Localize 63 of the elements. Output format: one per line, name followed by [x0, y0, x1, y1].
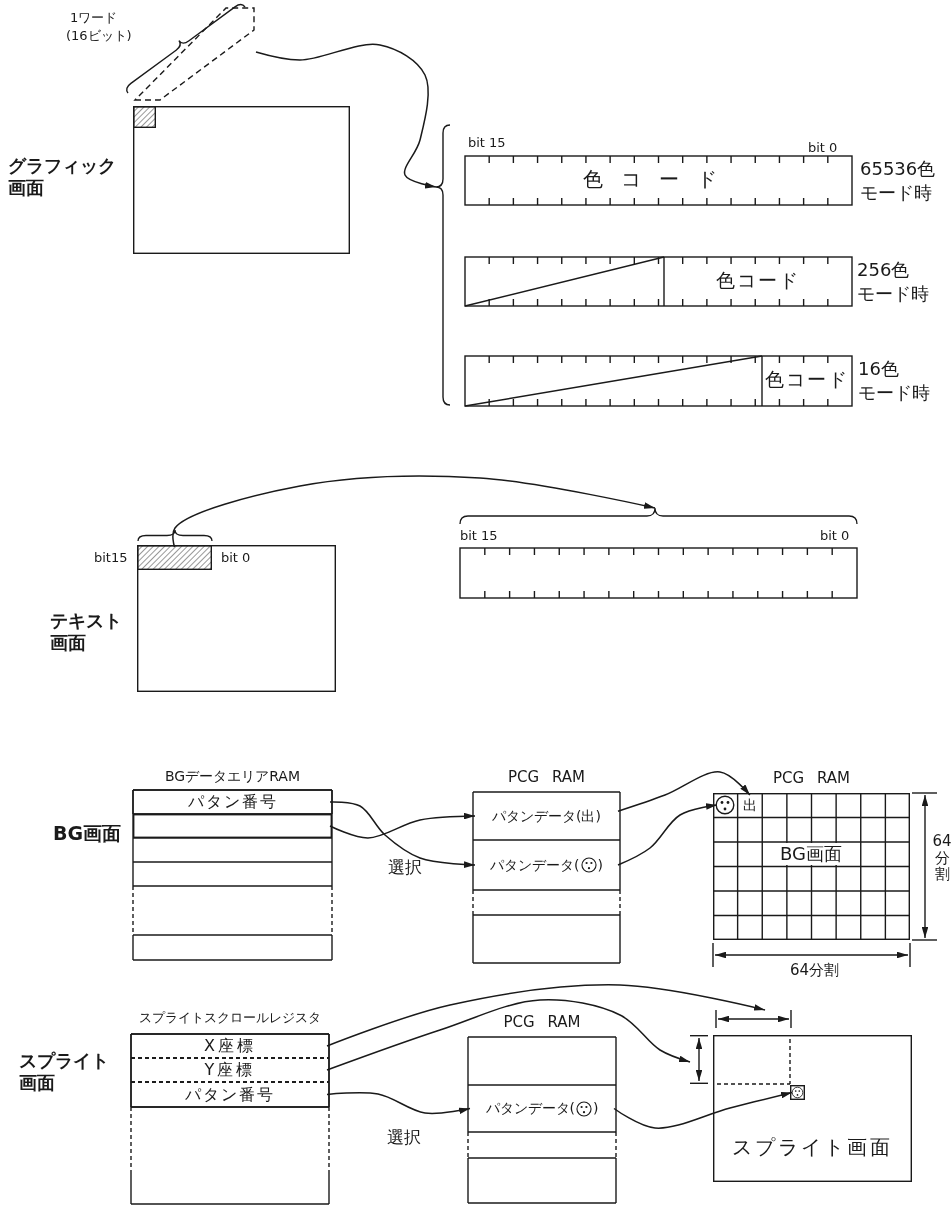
- word-size-label: (16ビット): [66, 28, 132, 44]
- screen-title: スプライト画面: [731, 1135, 894, 1159]
- screen-title: テキスト画面: [50, 610, 123, 654]
- table-row: [131, 1034, 329, 1058]
- table-row: [131, 1082, 329, 1107]
- curved-arrow: [617, 803, 718, 866]
- dimension-label: 64分割: [932, 833, 952, 883]
- table-heading: PCG RAM: [772, 769, 851, 787]
- cell-label: 出: [742, 796, 757, 814]
- mode-label: モード時: [860, 182, 932, 204]
- curved-arrow: [329, 812, 476, 839]
- field-label: ): [593, 1100, 599, 1117]
- mode-label: モード時: [857, 283, 929, 305]
- table-heading: スプライトスクロールレジスタ: [138, 1010, 322, 1026]
- bit-label: bit 15: [468, 135, 506, 151]
- field-label: Y座標: [204, 1060, 256, 1080]
- field-label: パタンデータ(: [490, 856, 580, 874]
- screen-title: スプライト画面: [19, 1050, 110, 1094]
- sprite-box-icon: [790, 1085, 805, 1100]
- mode-label: モード時: [858, 382, 930, 404]
- table-row: [133, 814, 332, 838]
- table-row: [133, 790, 332, 814]
- curved-arrow: [329, 801, 476, 868]
- table-heading: BGデータエリアRAM: [164, 768, 301, 785]
- bit-field-bar: [460, 508, 857, 598]
- selection-label: 選択: [388, 858, 422, 877]
- curved-arrow: [255, 43, 437, 189]
- selection-label: 選択: [387, 1128, 421, 1147]
- field-label: パタンデータ(出): [492, 807, 601, 825]
- mode-label: 256色: [857, 259, 910, 281]
- dimension-label: 64分割: [790, 962, 840, 979]
- field-label: 色コード: [764, 368, 850, 391]
- dotted-circle-icon: [715, 795, 735, 815]
- bit-label: bit 0: [221, 550, 251, 566]
- screen-title: グラフィック画面: [8, 155, 117, 199]
- word-size-label: 1ワード: [70, 10, 118, 26]
- screen-frame: [713, 1035, 912, 1182]
- bit-label: bit 15: [460, 528, 498, 544]
- mode-label: 16色: [858, 358, 899, 380]
- field-label: パタン番号: [187, 792, 278, 812]
- curly-brace: [436, 125, 452, 405]
- table-row: [131, 1058, 329, 1082]
- field-label: ): [597, 856, 603, 874]
- dimension-arrow: [690, 1035, 708, 1084]
- bit-label: bit15: [94, 550, 128, 566]
- curved-arrow: [326, 999, 691, 1071]
- screen-title: BG画面: [53, 822, 122, 845]
- curved-arrow: [326, 984, 766, 1047]
- field-label: X座標: [204, 1036, 256, 1056]
- field-label: 色コード: [715, 269, 801, 292]
- table-heading: PCG RAM: [507, 768, 586, 786]
- field-label: パタンデータ(: [485, 1100, 575, 1117]
- dimension-arrow: [715, 1010, 792, 1028]
- hatched-cell: [133, 106, 156, 128]
- bit-label: bit 0: [820, 528, 850, 544]
- curved-arrow: [613, 1091, 793, 1129]
- field-label: 色コード: [581, 167, 736, 191]
- field-label: パタン番号: [185, 1084, 275, 1105]
- mode-label: 65536色: [860, 158, 936, 180]
- table-heading: PCG RAM: [502, 1013, 582, 1031]
- curved-arrow: [326, 1092, 471, 1115]
- curved-arrow: [617, 771, 751, 812]
- bit-label: bit 0: [808, 140, 838, 156]
